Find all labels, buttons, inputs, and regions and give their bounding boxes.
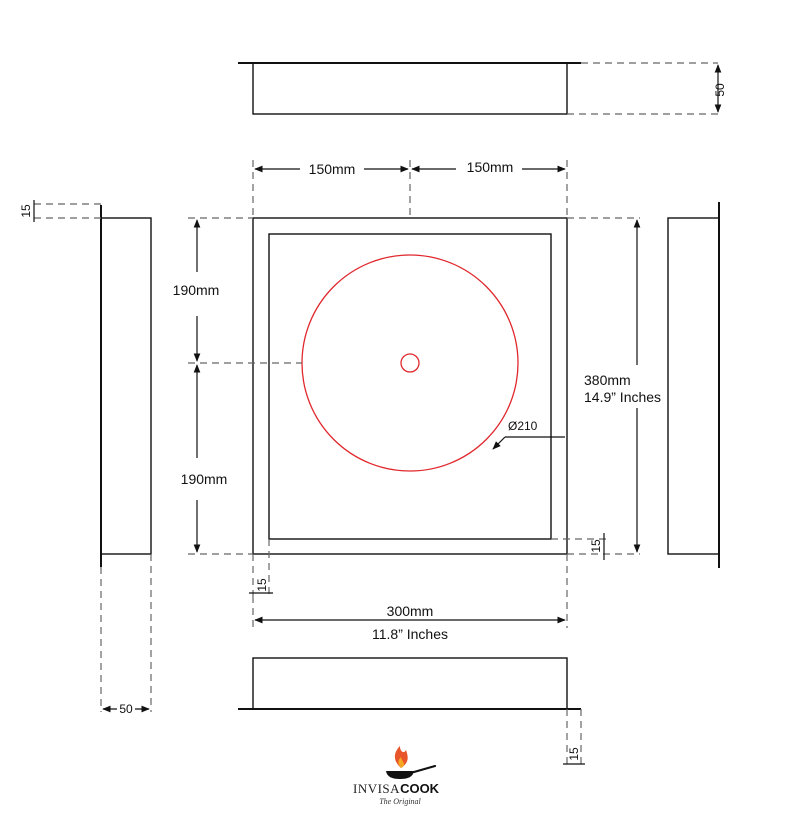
- diameter-label: Ø210: [508, 419, 538, 433]
- cooktop-top-view: [252, 217, 568, 555]
- bottom-right-offset-label: 15: [567, 747, 581, 761]
- burner-ring: [301, 254, 519, 472]
- diameter-callout: Ø210: [492, 419, 565, 450]
- top-side-view: 50: [238, 62, 727, 115]
- total-width-mm-label: 300mm: [387, 603, 434, 619]
- bottom-left-offset-label: 15: [255, 578, 269, 592]
- upper-height-label: 190mm: [173, 282, 220, 298]
- total-width-dimension: 300mm 11.8” Inches: [252, 554, 568, 642]
- left-offset-label: 15: [19, 204, 33, 218]
- inner-bottom-offset: 15: [551, 533, 608, 560]
- right-height-dimension: 380mm 14.9” Inches: [567, 217, 661, 555]
- left-width-label: 50: [119, 702, 133, 716]
- top-width-dimension: 150mm 150mm: [252, 159, 568, 218]
- flame-icon: [394, 746, 408, 768]
- bottom-side-view: 15: [238, 657, 585, 768]
- right-bottom-offset-label: 15: [589, 539, 603, 553]
- inner-left-offset: 15: [249, 539, 273, 596]
- left-side-view: 15 50: [19, 200, 152, 716]
- total-height-mm-label: 380mm: [584, 372, 631, 388]
- total-height-in-label: 14.9” Inches: [584, 389, 661, 405]
- pan-icon: [386, 771, 414, 779]
- top-height-label: 50: [713, 83, 727, 97]
- half-width-left-label: 150mm: [309, 161, 356, 177]
- total-width-in-label: 11.8” Inches: [372, 626, 448, 642]
- lower-height-label: 190mm: [181, 471, 228, 487]
- brand-logo: INVISACOOK The Original: [353, 746, 440, 806]
- right-side-view: [667, 202, 720, 568]
- brand-name: INVISACOOK: [353, 781, 440, 796]
- burner-center: [400, 353, 420, 373]
- left-height-dimension: 190mm 190mm: [173, 217, 302, 555]
- half-width-right-label: 150mm: [467, 159, 514, 175]
- brand-tagline: The Original: [379, 797, 421, 806]
